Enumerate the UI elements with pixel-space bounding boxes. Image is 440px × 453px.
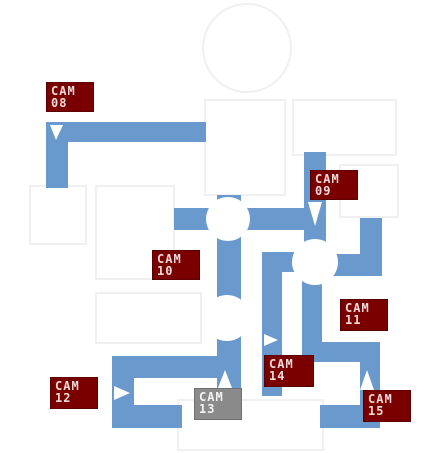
pointer-cam11 <box>324 320 340 334</box>
cam-08-number: 08 <box>51 96 68 110</box>
hall-12-top <box>112 356 230 378</box>
junction-upper <box>206 197 250 241</box>
cam-15-button[interactable]: CAM 15 <box>363 390 411 422</box>
hall-08-vertical <box>46 122 68 188</box>
room-center-upper <box>204 99 286 196</box>
hall-12-bottom <box>112 405 182 428</box>
cam-09-button[interactable]: CAM 09 <box>310 170 358 200</box>
cam-09-label: CAM <box>315 172 340 186</box>
cam-08-label: CAM <box>51 84 76 98</box>
cam-11-button[interactable]: CAM 11 <box>340 299 388 331</box>
cam-10-button[interactable]: CAM 10 <box>152 250 200 280</box>
cam-10-number: 10 <box>157 264 174 278</box>
pointer-cam13 <box>218 370 232 388</box>
cam-15-label: CAM <box>368 392 393 406</box>
pointer-cam14 <box>264 334 278 346</box>
cam-14-label: CAM <box>269 357 294 371</box>
cam-12-number: 12 <box>55 391 72 405</box>
cam-12-label: CAM <box>55 379 80 393</box>
room-right-upper <box>292 99 397 156</box>
rooms <box>29 3 399 451</box>
cam-14-button[interactable]: CAM 14 <box>264 355 314 387</box>
cam-08-button[interactable]: CAM 08 <box>46 82 94 112</box>
pointer-cam12 <box>114 386 130 400</box>
cam-15-number: 15 <box>368 404 385 418</box>
cam-13-number: 13 <box>199 402 216 416</box>
cam-11-number: 11 <box>345 313 362 327</box>
pointer-cam09 <box>308 202 322 226</box>
hall-11-vertical <box>302 270 322 342</box>
junction-lower <box>204 295 250 341</box>
room-left-lower <box>95 292 202 344</box>
cam-12-button[interactable]: CAM 12 <box>50 377 98 409</box>
cam-10-label: CAM <box>157 252 182 266</box>
camera-pointers <box>50 125 374 400</box>
cam-11-label: CAM <box>345 301 370 315</box>
cam-13-label: CAM <box>199 390 224 404</box>
cam-09-number: 09 <box>315 184 332 198</box>
room-top-round <box>202 3 292 93</box>
hall-08-horizontal <box>46 122 206 142</box>
cam-14-number: 14 <box>269 369 286 383</box>
cam-13-button[interactable]: CAM 13 <box>194 388 242 420</box>
pointer-cam08 <box>50 125 63 140</box>
pointer-cam15 <box>360 370 374 390</box>
junctions <box>204 197 338 341</box>
junction-right <box>292 239 338 285</box>
pointer-cam10 <box>200 258 216 272</box>
room-far-left <box>29 185 87 245</box>
